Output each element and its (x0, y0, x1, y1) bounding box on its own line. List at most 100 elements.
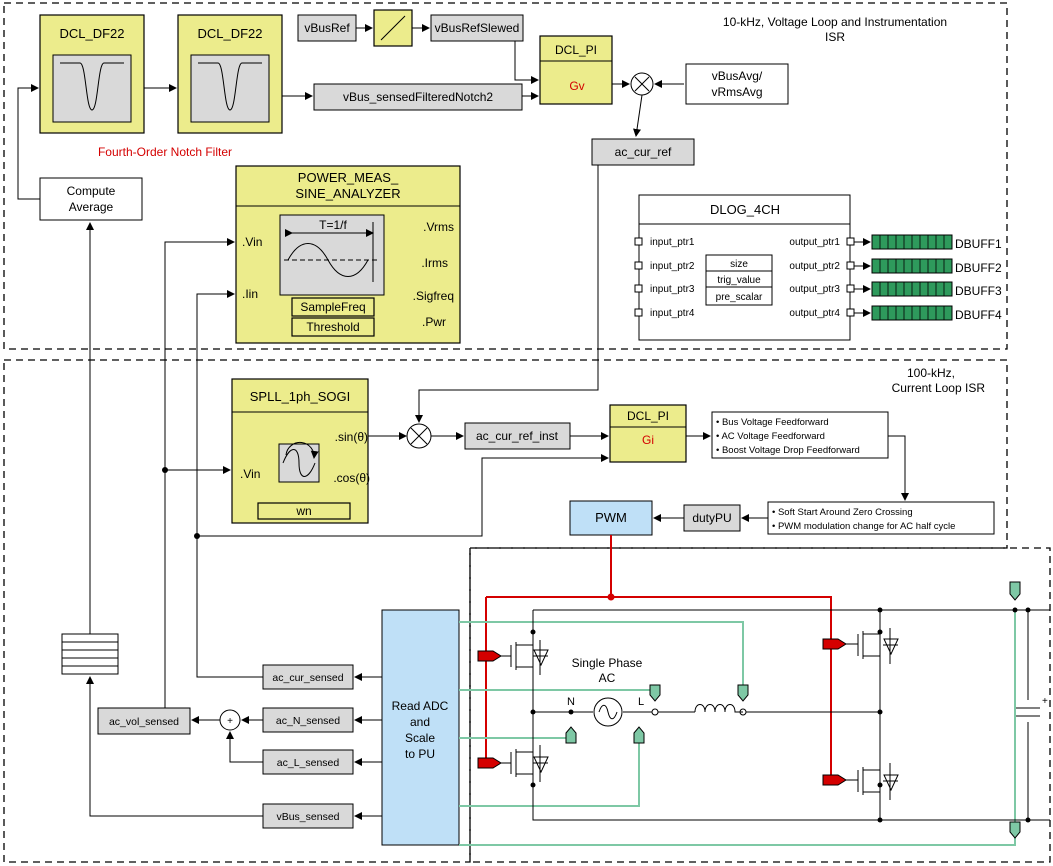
vbus-avg-block[interactable] (685, 63, 789, 105)
dlog-4ch[interactable]: DLOG_4CH input_ptr1 input_ptr2 input_ptr… (634, 194, 855, 341)
junction-dots (530, 607, 1031, 823)
pwm-label: PWM (595, 510, 627, 525)
compute-average-label-2: Average (69, 200, 114, 214)
dlog-output-3: output_ptr3 (789, 284, 840, 295)
pm-vrms-port: .Vrms (423, 220, 454, 234)
n-label: N (567, 696, 575, 708)
mosfet-low-left-bottom (510, 745, 549, 782)
dlog-output-4: output_ptr4 (789, 308, 840, 319)
ac-n-sensed-label: ac_N_sensed (276, 715, 340, 727)
ff-note-1: • Bus Voltage Feedforward (716, 417, 829, 428)
pm-iin-port: .Iin (242, 287, 258, 301)
ac-cur-ref-inst-block[interactable] (464, 422, 571, 450)
gi-label: Gi (642, 433, 654, 447)
pwm-block[interactable] (569, 500, 653, 536)
pll-icon (282, 449, 316, 477)
cap-plus: + (1042, 696, 1048, 707)
dlog-output-2: output_ptr2 (789, 261, 840, 272)
pm-pwr-port: .Pwr (422, 315, 446, 329)
dlog-input-2: input_ptr2 (650, 261, 695, 272)
power-meas-title-1: POWER_MEAS_ (298, 170, 399, 185)
summing-junction: + (219, 709, 241, 731)
l-label: L (638, 696, 644, 708)
read-adc-line-2: and (410, 715, 430, 729)
ac-l-sensed-block[interactable] (262, 749, 354, 775)
read-adc-line-4: to PU (405, 747, 435, 761)
notch-filter-1[interactable]: DCL_DF22 (39, 14, 145, 134)
notch-filter-1-label: DCL_DF22 (59, 26, 124, 41)
vbus-ref-block[interactable] (297, 14, 357, 42)
spll-sin-port: .sin(θ) (335, 430, 368, 444)
terminal-l (651, 708, 659, 716)
vbus-notch-block[interactable] (313, 83, 523, 111)
voltage-pi-controller[interactable]: DCL_PI Gv (539, 35, 613, 105)
notch-response-icon (198, 62, 262, 111)
vbus-sensed-label: vBus_sensed (276, 811, 339, 823)
duty-pu-label: dutyPU (692, 511, 731, 525)
ramp-icon (380, 15, 406, 41)
spll-1ph-sogi[interactable]: SPLL_1ph_SOGI wn .Vin .sin(θ) .cos(θ) (231, 378, 370, 524)
feedforward-notes (711, 411, 889, 459)
dlog-input-1: input_ptr1 (650, 237, 695, 248)
vbus-ref-slewed-label: vBusRefSlewed (435, 21, 520, 35)
current-loop-title-2: Current Loop ISR (892, 381, 986, 395)
inductor-icon (694, 704, 743, 713)
ac-label-1: Single Phase (572, 656, 643, 670)
voltage-loop-title-2: ISR (825, 30, 845, 44)
ac-vol-sensed-label: ac_vol_sensed (109, 716, 179, 728)
ac-l-sensed-label: ac_L_sensed (277, 757, 340, 769)
multiplier-vbus (630, 72, 654, 96)
ac-cur-ref-block[interactable] (591, 138, 695, 166)
current-loop-title-1: 100-kHz, (907, 366, 955, 380)
dbuff-1-label: DBUFF1 (955, 237, 1002, 251)
ss-note-2: • PWM modulation change for AC half cycl… (772, 521, 955, 532)
notch-filter-2[interactable]: DCL_DF22 (177, 14, 283, 134)
mosfet-right-bottom (857, 763, 899, 800)
sine-wave-icon (287, 243, 369, 277)
vbus-avg-label-1: vBusAvg/ (712, 69, 763, 83)
averaging-buffer (61, 633, 119, 675)
mosfet-right-top (857, 628, 899, 664)
ac-cur-ref-inst-label: ac_cur_ref_inst (476, 429, 559, 443)
voltage-loop-region (3, 2, 1008, 350)
dlog-input-3: input_ptr3 (650, 284, 695, 295)
current-pi-label: DCL_PI (627, 409, 669, 423)
spll-cos-port: .cos(θ) (333, 471, 370, 485)
dlog-trig-value: trig_value (717, 275, 761, 286)
ac-cur-ref-label: ac_cur_ref (615, 145, 672, 159)
multiplier-sin (406, 423, 432, 449)
compute-average-label-1: Compute (67, 184, 116, 198)
ss-note-1: • Soft Start Around Zero Crossing (772, 507, 913, 518)
compute-average-block[interactable] (39, 177, 143, 221)
power-meas-sine-analyzer[interactable]: POWER_MEAS_ SINE_ANALYZER T=1/f SampleFr… (235, 165, 461, 344)
ac-source (593, 697, 623, 727)
ac-cur-sensed-label: ac_cur_sensed (272, 672, 343, 684)
voltage-pi-label: DCL_PI (555, 43, 597, 57)
notch-caption: Fourth-Order Notch Filter (98, 145, 232, 159)
mosfet-low-left-top (510, 640, 549, 675)
pm-irms-port: .Irms (421, 256, 448, 270)
gv-label: Gv (569, 79, 584, 93)
read-adc-line-3: Scale (405, 731, 435, 745)
spll-title: SPLL_1ph_SOGI (250, 389, 350, 404)
soft-start-notes (767, 501, 995, 535)
read-adc-block[interactable] (381, 609, 460, 846)
ac-cur-sensed-block[interactable] (262, 664, 354, 690)
sense-flags (565, 581, 1021, 839)
dlog-input-4: input_ptr4 (650, 308, 695, 319)
ac-label-2: AC (599, 671, 616, 685)
vbus-sensed-block[interactable] (262, 803, 354, 829)
ac-vol-sensed-block[interactable] (97, 707, 191, 735)
voltage-loop-title-1: 10-kHz, Voltage Loop and Instrumentation (723, 15, 947, 29)
current-pi-controller[interactable]: DCL_PI Gi (609, 404, 687, 463)
sum-plus: + (227, 716, 233, 727)
ff-note-2: • AC Voltage Feedforward (716, 431, 825, 442)
vbus-ref-slewed-block[interactable] (430, 14, 524, 42)
spll-vin-port: .Vin (240, 467, 260, 481)
power-meas-title-2: SINE_ANALYZER (295, 186, 400, 201)
dbuff-arrays (854, 234, 953, 321)
slew-rate-limiter[interactable] (373, 9, 413, 47)
dlog-size: size (730, 259, 748, 270)
dlog-pre-scalar: pre_scalar (716, 292, 763, 303)
